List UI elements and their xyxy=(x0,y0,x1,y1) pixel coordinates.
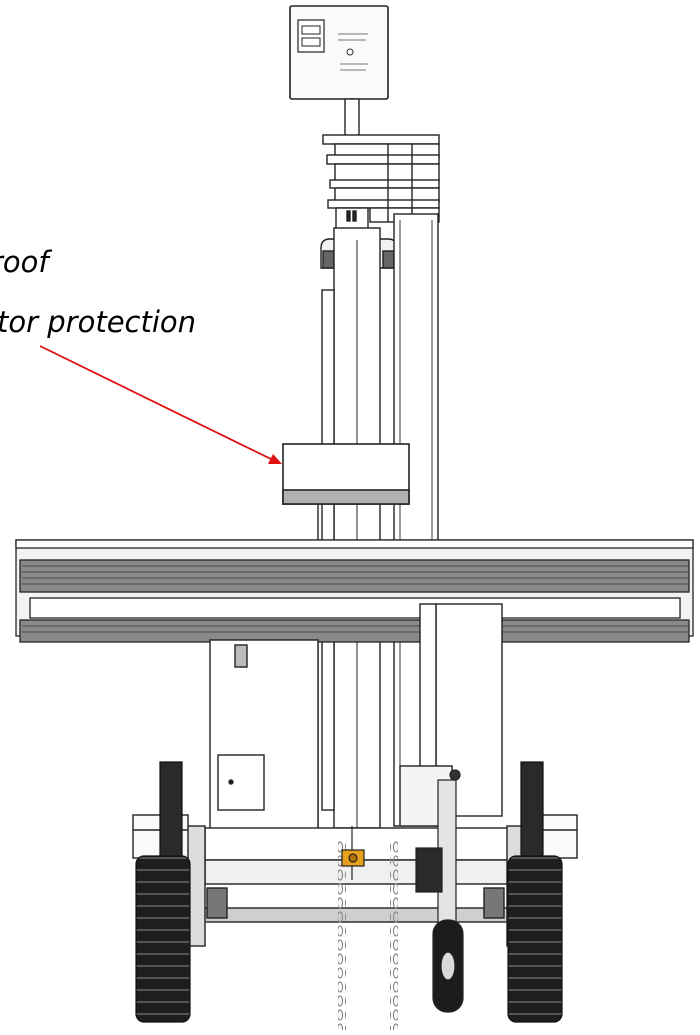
light-bar xyxy=(15,539,694,643)
annotation-label-line2: tor protection xyxy=(0,305,197,339)
tire-left xyxy=(135,855,191,1023)
tire-right xyxy=(507,855,563,1023)
tongue-jack xyxy=(415,769,464,1013)
chassis-cabinet xyxy=(209,603,503,831)
protection-box xyxy=(282,443,410,505)
mast-head xyxy=(322,98,440,231)
axle-frame xyxy=(182,825,530,947)
control-box xyxy=(289,5,389,100)
safety-chain-right xyxy=(390,840,398,1030)
annotation-arrow xyxy=(39,345,282,464)
hitch-coupler xyxy=(341,826,365,880)
safety-chain-left xyxy=(338,840,346,1030)
annotation-label-line1: roof xyxy=(0,245,49,279)
